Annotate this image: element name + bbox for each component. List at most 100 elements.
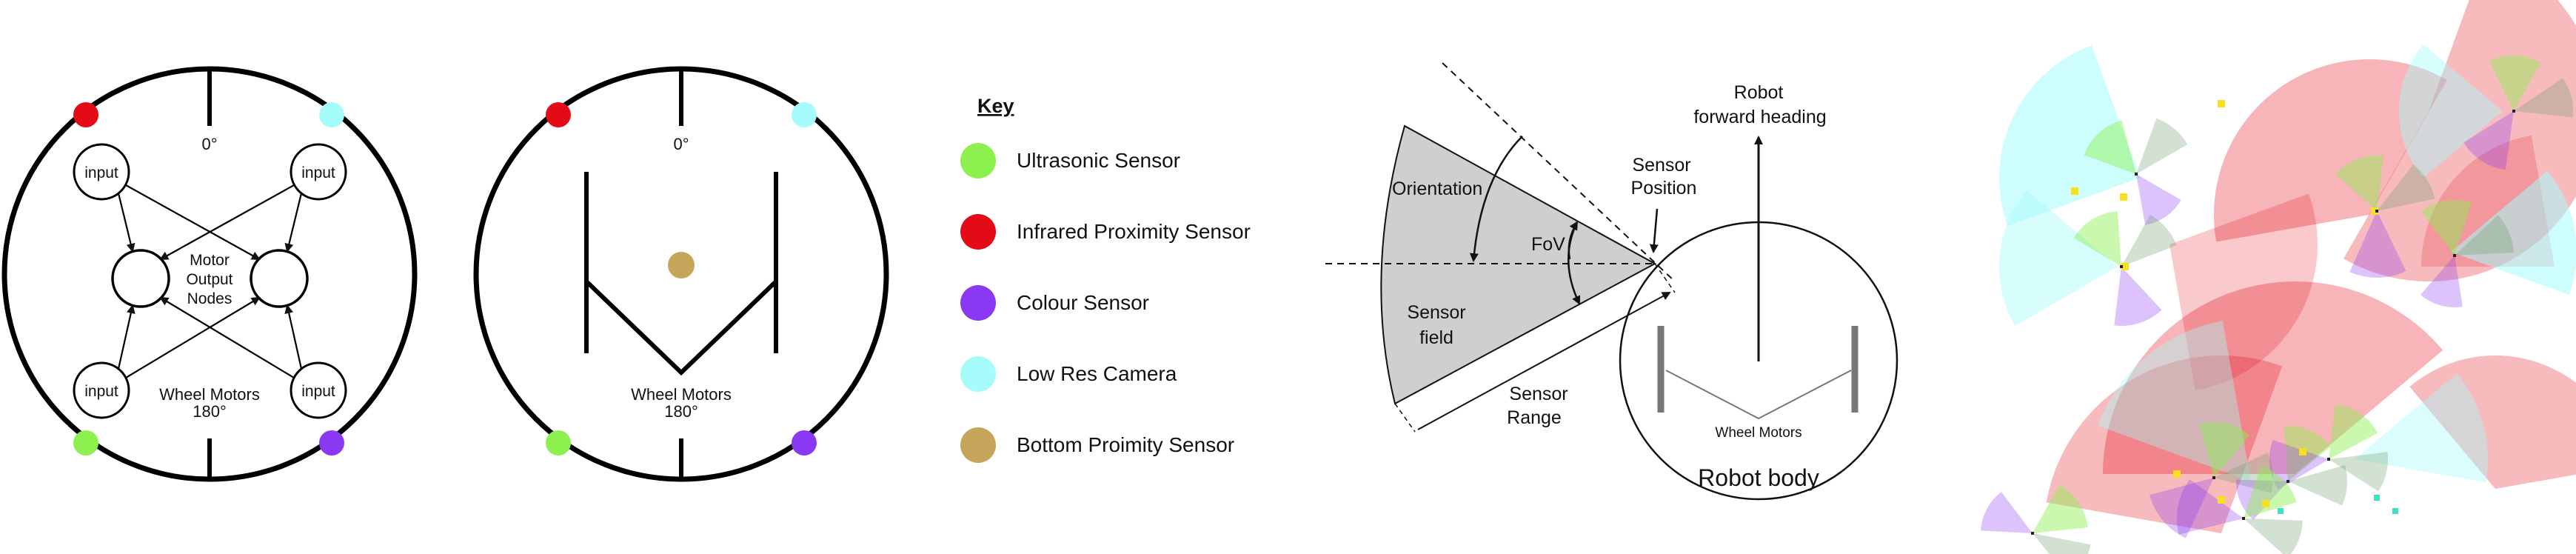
connection-arrow: [284, 193, 303, 253]
connection-arrow: [117, 193, 136, 253]
colour-sensor-dot: [792, 430, 817, 455]
robot-marker: [2071, 187, 2078, 195]
sensor-range-label-line: Range: [1507, 407, 1562, 428]
motor-output-node: [250, 249, 309, 308]
robot-marker: [2512, 110, 2515, 113]
wheel-axle-v: [584, 279, 778, 376]
sensor-wedge: [2244, 518, 2303, 554]
motor-nodes-label-line: Motor: [190, 252, 230, 269]
sensor-wedge: [2284, 426, 2332, 481]
sensor-wedge: [2046, 356, 2283, 533]
sensor-wedge: [1981, 492, 2033, 533]
robot-marker: [2120, 265, 2123, 268]
robot-marker: [2262, 500, 2269, 507]
sensor-position-label-line: Sensor: [1632, 155, 1690, 176]
motor-output-node: [111, 249, 170, 308]
orientation-arc: [1469, 136, 1523, 262]
sensor-wedge: [2033, 533, 2091, 554]
connection-arrow: [159, 184, 295, 260]
robot-marker: [2218, 100, 2225, 107]
sensor-wedge: [2355, 373, 2488, 483]
sensor-wedge: [2236, 479, 2288, 521]
orientation-label: Orientation: [1392, 178, 1482, 199]
sensor-wedge: [2103, 281, 2443, 474]
legend-swatch-colour: [960, 285, 996, 321]
wheel-motors-label: Wheel Motors: [631, 385, 732, 404]
front-angle-label: 0°: [201, 135, 217, 153]
robot-marker: [2242, 517, 2245, 520]
legend-label-colour: Colour Sensor: [1017, 291, 1149, 314]
legend-swatch-bottom: [960, 427, 996, 463]
sensor-wedge-layer: [1981, 0, 2576, 554]
input-node-label: input: [84, 164, 118, 181]
robot-marker: [2031, 532, 2034, 535]
legend: Key Ultrasonic Sensor Infrared Proximity…: [960, 95, 1251, 463]
sensor-wedge: [2084, 120, 2136, 174]
sensor-wedge: [2288, 464, 2347, 506]
robot-marker: [2278, 508, 2284, 514]
infrared-sensor-dot: [73, 102, 98, 127]
sensor-wedge: [2329, 452, 2388, 492]
sensor-wedge: [2451, 170, 2576, 296]
connection-arrow: [284, 304, 303, 370]
infrared-sensor-dot: [546, 102, 571, 127]
robot-marker: [2135, 173, 2138, 176]
ultrasonic-sensor-dot: [73, 430, 98, 455]
rear-angle-label: 180°: [664, 402, 698, 421]
rear-angle-label: 180°: [193, 402, 227, 421]
sensor-wedge: [2455, 215, 2514, 256]
robot-marker: [2392, 508, 2398, 514]
robot-marker: [2173, 470, 2181, 478]
robot-marker: [2374, 495, 2380, 501]
input-node: [290, 361, 347, 419]
sensor-position-arrow: [1649, 208, 1659, 253]
sensor-wedge: [1999, 190, 2118, 326]
sensor-wedge: [2421, 200, 2472, 256]
legend-swatch-infrared: [960, 214, 996, 250]
sensor-wedge: [2169, 193, 2318, 390]
robot-marker: [2375, 210, 2378, 213]
sensor-wedge: [2244, 465, 2297, 518]
wheel-motors-label: Wheel Motors: [159, 385, 260, 404]
robot-marker: [2286, 480, 2289, 483]
legend-title: Key: [977, 95, 1014, 117]
input-node-label: input: [301, 164, 335, 181]
sensor-wedge: [2073, 211, 2121, 267]
legend-swatch-camera: [960, 356, 996, 392]
sensor-field-wedge: [1380, 124, 1657, 405]
legend-swatch-ultrasonic: [960, 143, 996, 178]
fov-arc-upper: [1568, 221, 1579, 260]
sensor-wedge: [2329, 404, 2378, 459]
input-node: [73, 361, 130, 419]
sensor-position-label-line: Position: [1631, 178, 1697, 198]
robot-marker: [2299, 448, 2306, 455]
panel-c-sensor-geometry: Orientation FoV Sensor field Sensor Rang…: [1325, 62, 1898, 501]
robot-marker: [2453, 254, 2456, 257]
sensor-wedge: [2377, 164, 2435, 211]
sensor-field-label-line: Sensor: [1407, 302, 1465, 323]
robot-marker: [2121, 263, 2129, 270]
camera-sensor-dot: [319, 102, 344, 127]
panel-a-controller-diagram: 0° input input input input Motor Output …: [1, 66, 418, 482]
robot-marker: [2371, 207, 2378, 215]
input-node: [73, 143, 130, 201]
robot-marker: [2120, 193, 2127, 201]
robot-heading-label-line: forward heading: [1693, 107, 1826, 127]
robot-heading-label-line: Robot: [1734, 82, 1784, 103]
sensor-wedge: [2033, 484, 2088, 533]
sensor-wedge: [2489, 55, 2541, 111]
fov-label: FoV: [1531, 234, 1565, 255]
input-node-label: input: [84, 383, 118, 400]
connection-arrow: [117, 304, 136, 370]
robot-marker: [2212, 476, 2215, 479]
robot-marker: [2218, 496, 2225, 504]
sensor-wedge: [2176, 479, 2244, 535]
ultrasonic-sensor-dot: [546, 430, 571, 455]
motor-nodes-label-line: Nodes: [187, 290, 232, 307]
bottom-sensor-dot: [668, 252, 695, 278]
robot-body-label: Robot body: [1698, 464, 1819, 491]
sensor-wedge: [2269, 439, 2329, 490]
colour-sensor-dot: [319, 430, 344, 455]
legend-label-bottom: Bottom Proimity Sensor: [1017, 433, 1234, 456]
